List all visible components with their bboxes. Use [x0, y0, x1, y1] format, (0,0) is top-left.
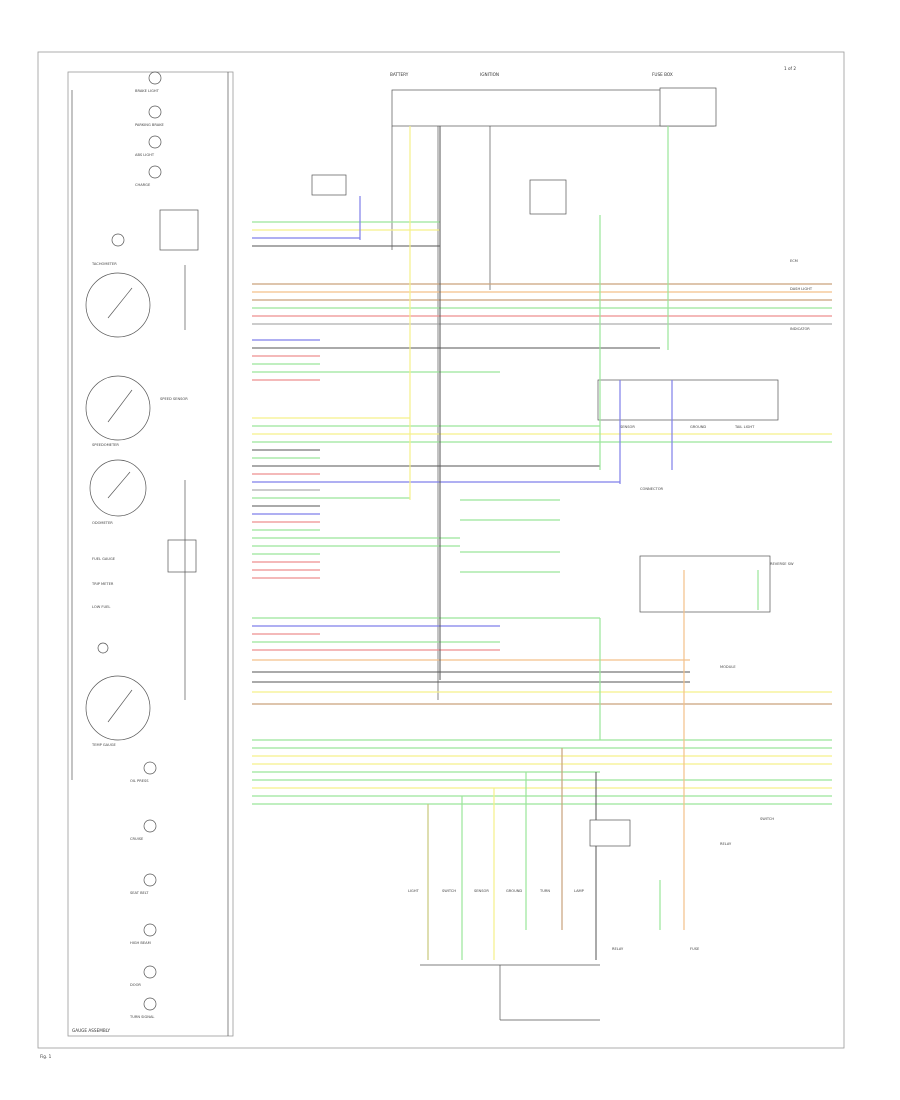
relay-top — [529, 179, 567, 215]
left-label-13: CRUISE — [130, 837, 144, 841]
left-label-9: TRIP METER — [91, 582, 114, 586]
right-label-4: GROUND — [690, 425, 706, 429]
vertical-wires — [359, 126, 759, 960]
tachometer-needle — [107, 287, 133, 319]
cluster-label: GAUGE ASSEMBLY — [72, 1028, 110, 1033]
power-sources: BATTERY IGNITION FUSE BOX — [390, 72, 717, 700]
lamp-low-fuel-icon — [97, 642, 109, 654]
bottom-label-3: GROUND — [506, 889, 522, 893]
page-ref: 1 of 2 — [784, 66, 796, 71]
temp-gauge-needle — [107, 689, 133, 723]
left-label-6: SPEED SENSOR — [160, 397, 188, 401]
right-label-2: INDICATOR — [790, 327, 810, 331]
fuel-gauge — [89, 459, 147, 517]
right-label-9: SWITCH — [760, 817, 774, 821]
bottom-label-4: TURN — [539, 889, 550, 893]
left-label-10: LOW FUEL — [92, 605, 110, 609]
left-label-14: SEAT BELT — [130, 891, 149, 895]
lamp-brake-icon — [148, 71, 162, 85]
fuel-gauge-needle — [107, 471, 131, 499]
right-label-7: REVERSE SW — [770, 562, 794, 566]
left-label-1: PARKING BRAKE — [135, 123, 165, 127]
switch-group — [597, 379, 779, 421]
left-label-3: CHARGE — [135, 183, 151, 187]
bottom-label-6: RELAY — [612, 947, 624, 951]
lamp-cluster-icon — [111, 233, 125, 247]
lamp-abs-icon — [148, 135, 162, 149]
lamp-highbeam-icon — [143, 923, 157, 937]
bottom-relay — [589, 819, 631, 847]
left-label-16: DOOR — [130, 983, 141, 987]
bottom-components: LIGHT SWITCH SENSOR GROUND TURN LAMP REL… — [408, 819, 700, 1021]
left-label-2: ABS LIGHT — [135, 153, 155, 157]
bottom-label-2: SENSOR — [474, 889, 489, 893]
right-label-6: CONNECTOR — [640, 487, 664, 491]
source-label-2: FUSE BOX — [652, 72, 673, 77]
left-label-5: SPEEDOMETER — [92, 443, 119, 447]
lamp-oil-icon — [143, 761, 157, 775]
source-label-1: IGNITION — [480, 72, 499, 77]
junction-box — [659, 87, 717, 127]
left-label-17: TURN SIGNAL — [129, 1015, 154, 1019]
source-label-0: BATTERY — [390, 72, 409, 77]
left-label-12: OIL PRESS — [130, 779, 149, 783]
diagram-frame — [37, 51, 845, 1049]
module-right — [639, 555, 771, 613]
right-label-0: ECM — [790, 259, 798, 263]
lamp-cruise-icon — [143, 819, 157, 833]
right-components: ECM DASH LIGHT INDICATOR SENSOR GROUND T… — [597, 259, 813, 846]
left-label-8: FUEL GAUGE — [92, 557, 116, 561]
sensor-top — [311, 174, 347, 196]
left-label-7: ODOMETER — [92, 521, 113, 525]
lamp-seatbelt-icon — [143, 873, 157, 887]
right-label-10: RELAY — [720, 842, 732, 846]
bottom-label-7: FUSE — [690, 947, 700, 951]
lamp-charge-icon — [148, 165, 162, 179]
right-label-8: MODULE — [720, 665, 736, 669]
indicator-lamps: BRAKE LIGHT PARKING BRAKE ABS LIGHT CHAR… — [111, 71, 199, 251]
speedometer-gauge — [85, 375, 151, 441]
bottom-label-1: SWITCH — [442, 889, 456, 893]
figure-number: Fig. 1 — [40, 1054, 52, 1059]
left-label-4: TACHOMETER — [91, 262, 117, 266]
speedometer-needle — [107, 389, 133, 423]
lamp-door-icon — [143, 965, 157, 979]
right-label-1: DASH LIGHT — [790, 287, 813, 291]
left-label-11: TEMP GAUGE — [91, 743, 117, 747]
lamp-park-icon — [148, 105, 162, 119]
bottom-label-0: LIGHT — [408, 889, 420, 893]
wire-harness — [252, 221, 832, 805]
left-label-0: BRAKE LIGHT — [135, 89, 160, 93]
right-label-3: SENSOR — [620, 425, 635, 429]
temp-gauge — [85, 675, 151, 741]
gauge-cluster: GAUGE ASSEMBLY BRAKE LIGHT PARKING BRAKE… — [67, 71, 234, 1037]
odometer-module — [167, 539, 197, 573]
lamp-turn-icon — [143, 997, 157, 1011]
relay-box — [159, 209, 199, 251]
bottom-label-5: LAMP — [574, 889, 585, 893]
left-label-15: HIGH BEAM — [130, 941, 151, 945]
right-label-5: TAIL LIGHT — [734, 425, 755, 429]
